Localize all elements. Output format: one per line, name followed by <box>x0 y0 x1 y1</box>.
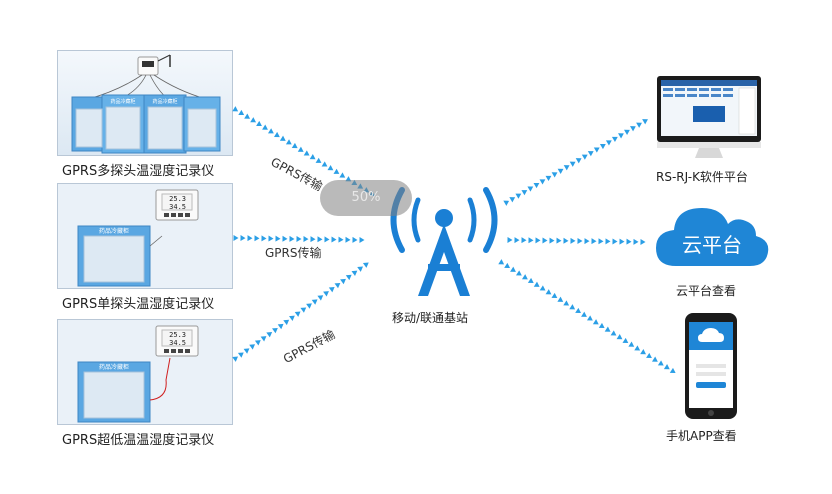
desktop-monitor-icon <box>657 76 761 158</box>
link-label-middle: GPRS传输 <box>265 246 322 260</box>
device-panel-multi-probe: 药品冷藏柜 药品冷藏柜 <box>57 50 233 156</box>
arrow-bottom-right <box>498 259 676 374</box>
tower-label: 移动/联通基站 <box>392 311 469 325</box>
target-label-cloud: 云平台查看 <box>676 284 737 298</box>
single-screen-hum: 34.5 <box>169 203 186 211</box>
svg-text:药品冷藏柜: 药品冷藏柜 <box>99 363 129 371</box>
device-label-ultra-low: GPRS超低温温湿度记录仪 <box>62 433 215 448</box>
arrow-top-right <box>503 119 648 206</box>
ultra-screen-temp: 25.3 <box>169 331 186 339</box>
svg-text:药品冷藏柜: 药品冷藏柜 <box>110 98 135 105</box>
arrow-top-left <box>232 106 376 197</box>
device-label-single-probe: GPRS单探头温湿度记录仪 <box>62 297 215 312</box>
arrow-middle-right <box>507 236 646 245</box>
device-panel-single-probe: 药品冷藏柜 25.3 34.5 <box>57 183 233 289</box>
cloud-icon: 云平台 <box>656 208 769 266</box>
multi-probe-logger-illustration: 药品冷藏柜 药品冷藏柜 <box>58 51 232 155</box>
target-label-app: 手机APP查看 <box>666 429 737 443</box>
arrow-bottom-left <box>232 262 369 362</box>
arrow-middle-left <box>233 234 365 243</box>
ultra-screen-hum: 34.5 <box>169 339 186 347</box>
cloud-text: 云平台 <box>682 233 742 257</box>
device-panel-ultra-low: 药品冷藏柜 25.3 34.5 <box>57 319 233 425</box>
single-probe-logger-illustration: 药品冷藏柜 25.3 34.5 <box>58 184 232 288</box>
progress-toast: 50% <box>320 180 412 216</box>
smartphone-icon <box>685 313 737 419</box>
device-label-multi-probe: GPRS多探头温湿度记录仪 <box>62 164 215 179</box>
svg-text:药品冷藏柜: 药品冷藏柜 <box>152 98 177 105</box>
single-screen-temp: 25.3 <box>169 195 186 203</box>
svg-text:药品冷藏柜: 药品冷藏柜 <box>99 227 129 235</box>
ultra-low-logger-illustration: 药品冷藏柜 25.3 34.5 <box>58 320 232 424</box>
target-label-software: RS-RJ-K软件平台 <box>656 170 748 184</box>
